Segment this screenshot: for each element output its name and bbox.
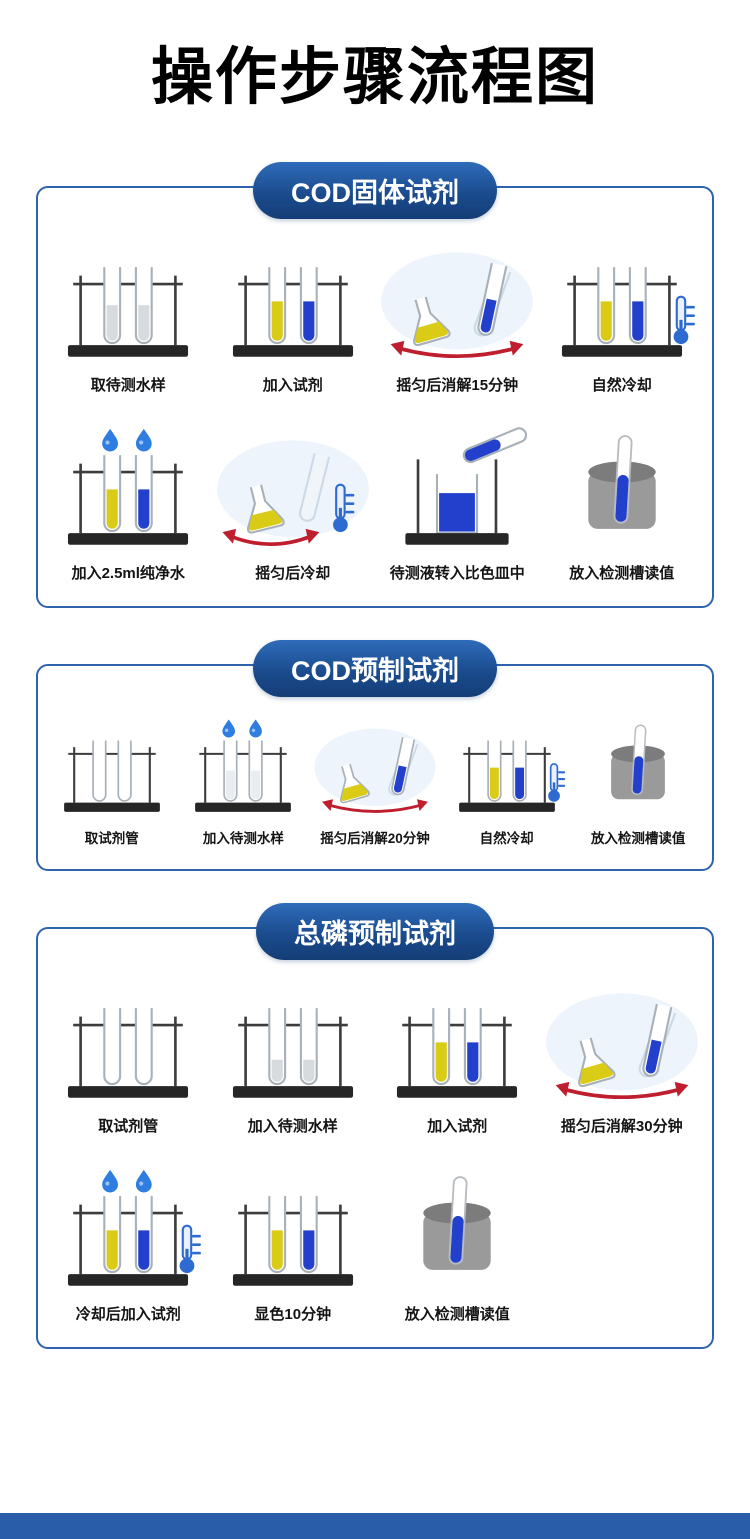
step-label: 放入检测槽读值	[404, 1306, 510, 1324]
shake-digest-icon	[312, 712, 438, 826]
natural-cooling-icon	[444, 712, 570, 826]
section-title-pill: COD固体试剂	[253, 162, 497, 219]
step-label: 加入2.5ml纯净水	[71, 564, 185, 582]
step-grid: 取试剂管 加入待测水样 加入试剂 摇匀后消解30分钟 冷却后加入试剂 显色10分…	[48, 975, 702, 1325]
step: 加入试剂	[377, 975, 538, 1137]
water-sample-tubes-icon	[49, 234, 207, 372]
step-label: 显色10分钟	[254, 1306, 332, 1324]
detection-slot-icon	[543, 422, 701, 560]
reagent-tube-rack-icon	[49, 975, 207, 1113]
water-sample-tubes-icon	[214, 975, 372, 1113]
step: 冷却后加入试剂	[48, 1163, 209, 1325]
step: 摇匀后消解20分钟	[311, 712, 439, 848]
step-label: 待测液转入比色皿中	[389, 564, 525, 582]
detection-slot-icon	[575, 712, 701, 826]
step: 摇匀后冷却	[213, 422, 374, 584]
step-label: 加入待测水样	[247, 1118, 338, 1136]
step: 放入检测槽读值	[542, 422, 703, 584]
step-label: 摇匀后消解20分钟	[320, 830, 430, 846]
reagent-tubes-icon	[378, 975, 536, 1113]
step-label: 放入检测槽读值	[569, 564, 675, 582]
step: 放入检测槽读值	[574, 712, 702, 848]
step-label: 取试剂管	[84, 830, 139, 846]
step: 加入待测水样	[180, 712, 308, 848]
step-label: 摇匀后消解15分钟	[396, 377, 519, 394]
detection-slot-icon	[378, 1163, 536, 1301]
add-water-drops-icon	[49, 422, 207, 560]
section-cod-solid: COD固体试剂 取待测水样 加入试剂 摇匀后消解15分钟 自然冷却 加入2.5m…	[36, 162, 714, 608]
step: 取待测水样	[48, 234, 209, 396]
step: 放入检测槽读值	[377, 1163, 538, 1325]
shake-cooling-icon	[214, 422, 372, 560]
pour-cuvette-icon	[378, 422, 536, 560]
step-grid: 取试剂管 加入待测水样 摇匀后消解20分钟 自然冷却 放入检测槽读值	[48, 712, 702, 848]
color-development-icon	[214, 1163, 372, 1301]
reagent-tubes-icon	[214, 234, 372, 372]
step-label: 放入检测槽读值	[590, 830, 686, 846]
page-title: 操作步骤流程图	[150, 43, 599, 112]
step-label: 取待测水样	[90, 377, 166, 394]
step-label: 加入待测水样	[202, 830, 284, 846]
step: 自然冷却	[542, 234, 703, 396]
footer-bar	[0, 1513, 750, 1539]
step: 加入2.5ml纯净水	[48, 422, 209, 584]
section-title-pill: COD预制试剂	[253, 639, 497, 697]
step-label: 自然冷却	[479, 830, 534, 846]
step: 加入试剂	[213, 234, 374, 396]
section-cod-premade: COD预制试剂 取试剂管 加入待测水样 摇匀后消解20分钟 自然冷却 放入检测槽…	[36, 639, 714, 872]
step-label: 摇匀后消解30分钟	[560, 1118, 683, 1136]
step-label: 加入试剂	[262, 377, 323, 394]
step-label: 取试剂管	[98, 1118, 159, 1136]
step: 取试剂管	[48, 975, 209, 1137]
step: 取试剂管	[48, 712, 176, 848]
step: 显色10分钟	[213, 1163, 374, 1325]
cooling-add-reagent-icon	[49, 1163, 207, 1301]
step-label: 摇匀后冷却	[255, 564, 331, 582]
natural-cooling-icon	[543, 234, 701, 372]
step-label: 冷却后加入试剂	[75, 1306, 181, 1324]
add-sample-drops-icon	[180, 712, 306, 826]
step: 待测液转入比色皿中	[377, 422, 538, 584]
step-grid: 取待测水样 加入试剂 摇匀后消解15分钟 自然冷却 加入2.5ml纯净水 摇匀后…	[48, 234, 702, 584]
step-label: 自然冷却	[591, 377, 652, 394]
step-label: 加入试剂	[427, 1118, 488, 1136]
section-title-pill: 总磷预制试剂	[256, 903, 494, 961]
step: 自然冷却	[443, 712, 571, 848]
step: 摇匀后消解15分钟	[377, 234, 538, 396]
shake-digest-icon	[543, 975, 701, 1113]
section-tp-premade: 总磷预制试剂 取试剂管 加入待测水样 加入试剂 摇匀后消解30分钟 冷却后加入试…	[36, 903, 714, 1349]
reagent-tube-rack-icon	[49, 712, 175, 826]
step: 加入待测水样	[213, 975, 374, 1137]
shake-digest-icon	[378, 234, 536, 372]
step: 摇匀后消解30分钟	[542, 975, 703, 1137]
